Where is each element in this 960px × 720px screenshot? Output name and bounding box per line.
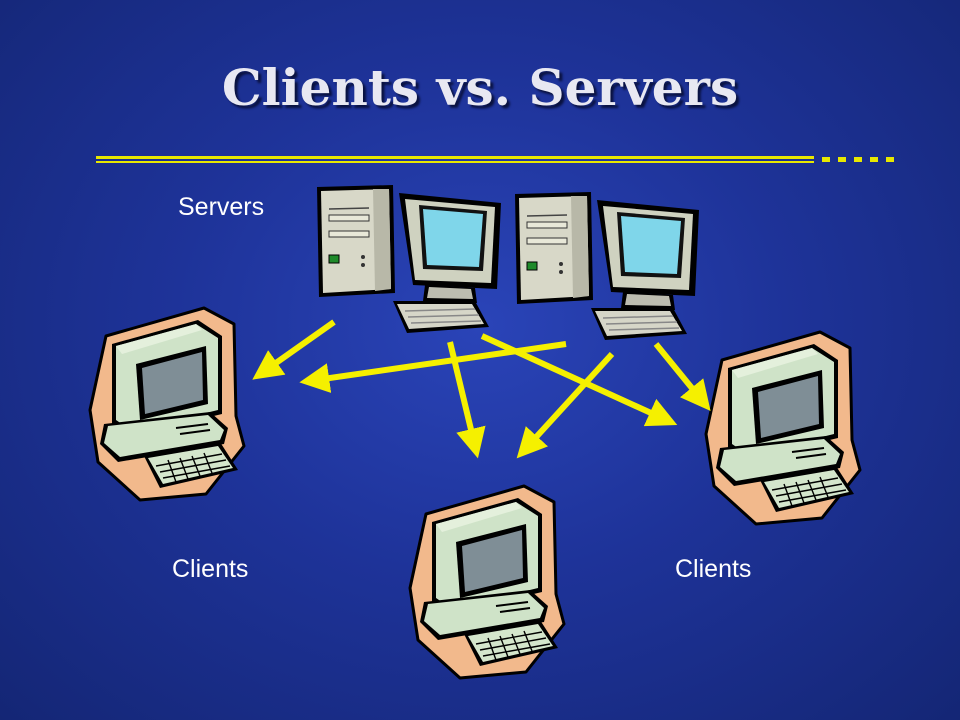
arrow-server1-to-right-client: [480, 333, 678, 427]
clients-label-left: Clients: [172, 555, 249, 583]
client-computer-bottom-icon: [408, 484, 566, 680]
clients-label-right: Clients: [675, 555, 752, 583]
title-underline: [96, 156, 894, 163]
slide-title: Clients vs. Servers: [221, 58, 739, 117]
client-computer-right-icon: [704, 330, 862, 526]
client-computer-left-icon: [88, 306, 246, 502]
arrow-server1-to-left-client: [252, 319, 336, 380]
server-computer-1-icon: [316, 184, 502, 334]
arrow-server2-to-bottom-client: [516, 351, 615, 459]
arrow-server2-to-left-client: [299, 341, 567, 393]
arrow-server2-to-right-client: [653, 342, 711, 412]
server-computer-2-icon: [514, 191, 700, 341]
arrow-server1-to-bottom-client: [447, 341, 486, 459]
servers-label: Servers: [178, 193, 265, 221]
